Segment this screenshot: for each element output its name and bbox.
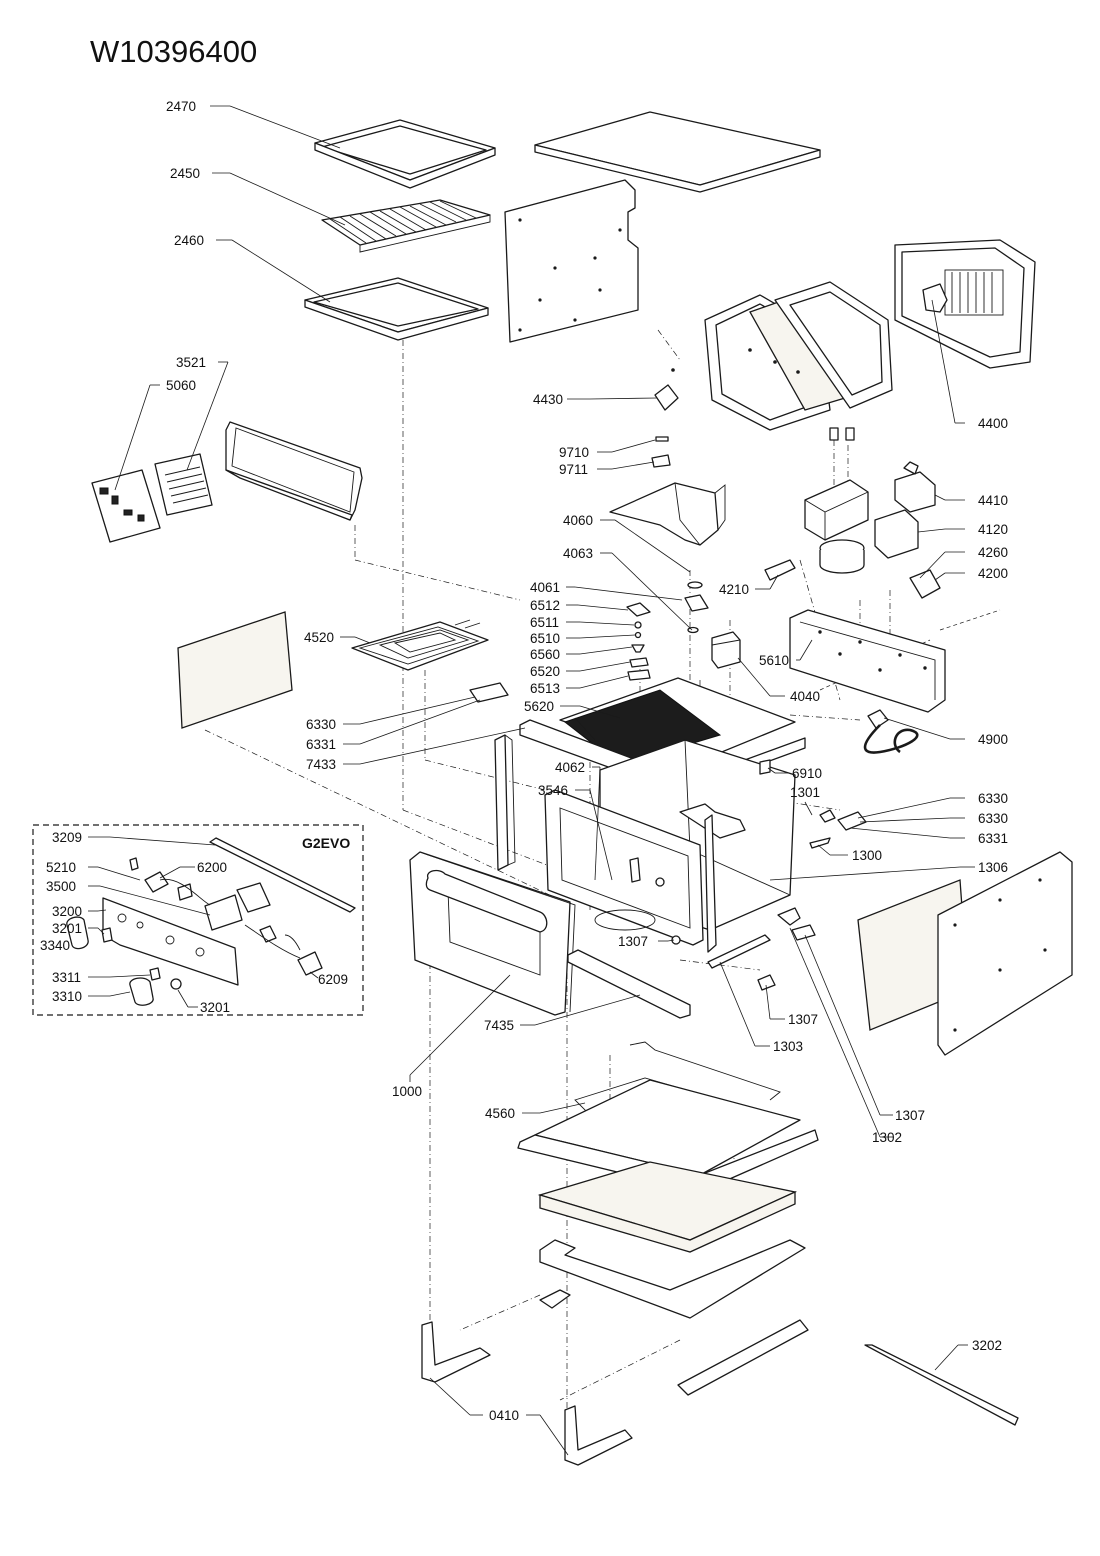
label-6512: 6512 <box>530 598 560 613</box>
label-1306: 1306 <box>978 860 1008 875</box>
inner-frame-3546 <box>544 789 704 946</box>
label-2450: 2450 <box>170 166 200 181</box>
label-3202: 3202 <box>972 1338 1002 1353</box>
base-plate-2 <box>539 1239 806 1319</box>
label-4120: 4120 <box>978 522 1008 537</box>
label-3546: 3546 <box>538 783 568 798</box>
label-6520: 6520 <box>530 664 560 679</box>
label-6200: 6200 <box>197 860 227 875</box>
rear-assembly <box>654 239 1036 431</box>
label-4060: 4060 <box>563 513 593 528</box>
label-4061: 4061 <box>530 580 560 595</box>
label-4430: 4430 <box>533 392 563 407</box>
label-4400: 4400 <box>978 416 1008 431</box>
g2evo-group: G2EVO <box>32 824 364 1016</box>
door-1000 <box>409 851 576 1016</box>
label-1307-c: 1307 <box>895 1108 925 1123</box>
label-5060: 5060 <box>166 378 196 393</box>
label-6513: 6513 <box>530 681 560 696</box>
label-1301: 1301 <box>790 785 820 800</box>
label-4560: 4560 <box>485 1106 515 1121</box>
label-6330-b: 6330 <box>978 791 1008 806</box>
rack-2450 <box>321 199 491 253</box>
label-5210: 5210 <box>46 860 76 875</box>
tray-2470 <box>314 119 496 189</box>
label-4040: 4040 <box>790 689 820 704</box>
label-2470: 2470 <box>166 99 196 114</box>
label-6910: 6910 <box>792 766 822 781</box>
board-3521 <box>154 453 213 516</box>
magnetron-group <box>764 427 941 599</box>
leader-lines <box>88 105 975 1456</box>
switch-6330-left <box>469 682 509 703</box>
label-3340: 3340 <box>40 938 70 953</box>
label-3310: 3310 <box>52 989 82 1004</box>
label-3201-a: 3201 <box>52 921 82 936</box>
side-panel-upper <box>504 179 639 343</box>
left-post <box>494 734 516 871</box>
right-post <box>704 814 717 953</box>
label-3521: 3521 <box>176 355 206 370</box>
label-3209: 3209 <box>52 830 82 845</box>
label-9711: 9711 <box>559 462 588 477</box>
diagram-title: W10396400 <box>90 34 257 69</box>
hinge-parts <box>707 759 867 991</box>
strip-3202 <box>864 1344 1019 1426</box>
insulation-left <box>177 611 293 729</box>
label-5620: 5620 <box>524 699 554 714</box>
part-9710-9711 <box>651 436 671 468</box>
label-6510: 6510 <box>530 631 560 646</box>
label-0410: 0410 <box>489 1408 519 1423</box>
label-1307-b: 1307 <box>788 1012 818 1027</box>
label-1302: 1302 <box>872 1130 902 1145</box>
label-1307-a: 1307 <box>618 934 648 949</box>
parts-4063-4040 <box>684 581 741 669</box>
label-2460: 2460 <box>174 233 204 248</box>
label-3200: 3200 <box>52 904 82 919</box>
label-6330-c: 6330 <box>978 811 1008 826</box>
label-9710: 9710 <box>559 445 589 460</box>
label-5610: 5610 <box>759 653 789 668</box>
thermostat-stack <box>626 602 651 681</box>
g2evo-title: G2EVO <box>302 835 350 851</box>
top-cover <box>534 111 821 193</box>
label-6209: 6209 <box>318 972 348 987</box>
pan-2460 <box>304 277 489 341</box>
label-4900: 4900 <box>978 732 1008 747</box>
label-6330-a: 6330 <box>306 717 336 732</box>
label-1303: 1303 <box>773 1039 803 1054</box>
label-4260: 4260 <box>978 545 1008 560</box>
label-4063: 4063 <box>563 546 593 561</box>
label-4062: 4062 <box>555 760 585 775</box>
rail-7435 <box>567 949 691 1019</box>
label-3311: 3311 <box>52 970 81 985</box>
label-1000: 1000 <box>392 1084 422 1099</box>
label-6331-a: 6331 <box>306 737 336 752</box>
panel-5610 <box>789 609 946 713</box>
label-4200: 4200 <box>978 566 1008 581</box>
right-side-panels <box>857 851 1073 1056</box>
label-4210: 4210 <box>719 582 749 597</box>
part-labels: 2470 2450 2460 3521 5060 4430 4400 9710 … <box>40 99 1008 1423</box>
label-3500: 3500 <box>46 879 76 894</box>
board-5060 <box>91 469 161 543</box>
label-4410: 4410 <box>978 493 1008 508</box>
label-7435: 7435 <box>484 1018 514 1033</box>
label-6511: 6511 <box>530 615 559 630</box>
duct-4060 <box>609 482 726 546</box>
label-6331-b: 6331 <box>978 831 1008 846</box>
control-bracket <box>225 421 363 521</box>
label-4520: 4520 <box>304 630 334 645</box>
feet-0410 <box>421 1319 809 1466</box>
grill-element-4520 <box>351 619 489 671</box>
label-1300: 1300 <box>852 848 882 863</box>
label-3201-b: 3201 <box>200 1000 230 1015</box>
label-7433: 7433 <box>306 757 336 772</box>
insulation-bottom <box>537 1161 798 1253</box>
power-cord-4900 <box>863 709 919 754</box>
label-6560: 6560 <box>530 647 560 662</box>
